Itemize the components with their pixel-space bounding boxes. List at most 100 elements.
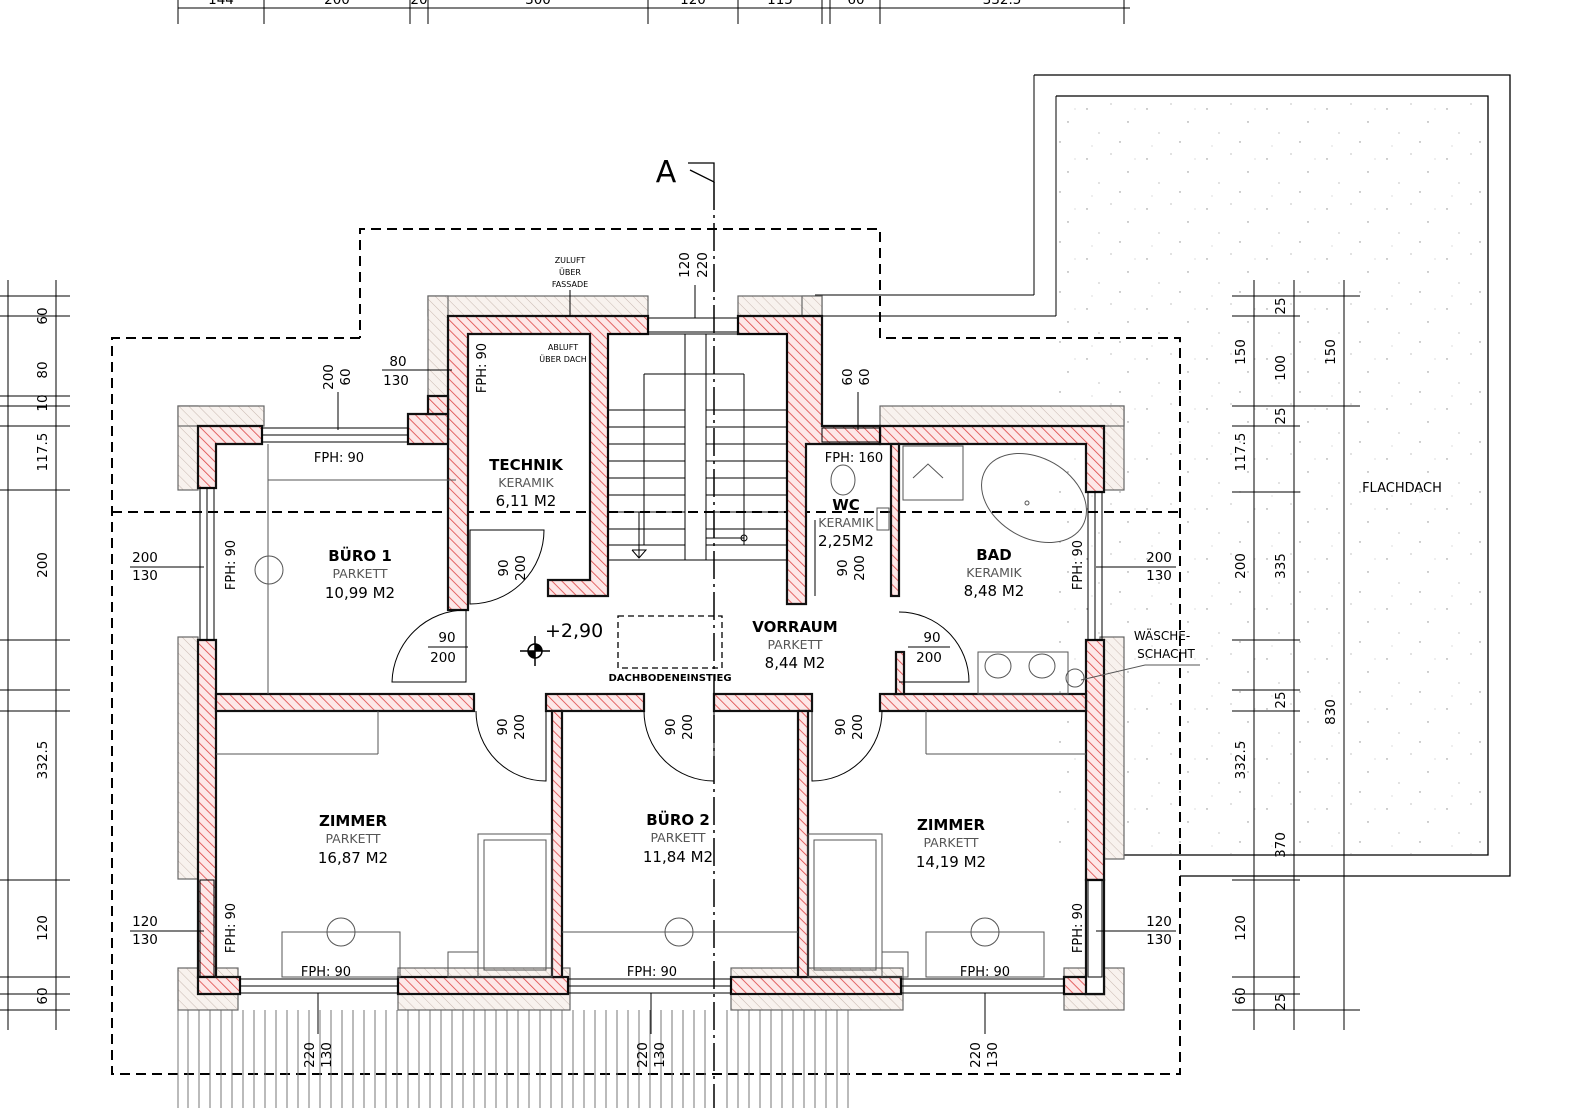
window-height: 60 xyxy=(338,368,354,385)
fph-label: FPH: 90 xyxy=(314,451,364,466)
door-width: 90 xyxy=(923,630,940,646)
room-area: 8,44 M2 xyxy=(765,654,826,672)
dimension-value: 25 xyxy=(1273,297,1289,314)
dimension-value: 25 xyxy=(1273,993,1289,1010)
door-height: 200 xyxy=(430,650,456,666)
door-swings xyxy=(391,520,970,782)
window-height: 130 xyxy=(652,1042,668,1068)
room-floor: PARKETT xyxy=(332,566,387,581)
room-floor: PARKETT xyxy=(923,835,978,850)
fph-label: FPH: 90 xyxy=(301,965,351,980)
level-marker xyxy=(520,636,550,666)
room-area: 2,25M2 xyxy=(818,532,874,550)
room-name: ZIMMER xyxy=(319,812,388,830)
dimension-value: 25 xyxy=(1273,407,1289,424)
door-width: 90 xyxy=(496,559,512,576)
room-floor: KERAMIK xyxy=(818,515,874,530)
window-width: 200 xyxy=(1146,550,1172,566)
dimension-value: 60 xyxy=(35,307,51,324)
dimension-value: 120 xyxy=(1233,915,1249,941)
dimension-value: 332.5 xyxy=(35,741,51,780)
window-width: 120 xyxy=(1146,914,1172,930)
window-width: 120 xyxy=(677,252,693,278)
fph-label: FPH: 90 xyxy=(1071,903,1086,953)
waesche-label: WÄSCHE- xyxy=(1134,628,1190,643)
dimension-value: 370 xyxy=(1273,832,1289,858)
window-width: 200 xyxy=(132,550,158,566)
window-width: 80 xyxy=(389,354,406,370)
abluft-label: ÜBER DACH xyxy=(539,354,586,364)
room-name: TECHNIK xyxy=(489,456,564,474)
dimension-value: 200 xyxy=(324,0,350,8)
dimension-value: 144 xyxy=(208,0,234,8)
window-height: 130 xyxy=(1146,568,1172,584)
room-buero2: BÜRO 2 PARKETT 11,84 M2 xyxy=(643,810,713,866)
window-width: 120 xyxy=(132,914,158,930)
dimension-value: 120 xyxy=(680,0,706,8)
room-area: 8,48 M2 xyxy=(964,582,1025,600)
staircase xyxy=(607,333,788,561)
section-marker: A xyxy=(656,155,677,190)
abluft-label: ABLUFT xyxy=(548,343,578,352)
window-height: 130 xyxy=(985,1042,1001,1068)
furniture xyxy=(216,444,1200,978)
fph-label: FPH: 90 xyxy=(224,540,239,590)
dimension-value: 830 xyxy=(1323,699,1339,725)
door-height: 200 xyxy=(916,650,942,666)
room-technik: TECHNIK KERAMIK 6,11 M2 xyxy=(489,456,564,510)
fph-label: FPH: 90 xyxy=(627,965,677,980)
roof-rafters xyxy=(177,1010,849,1108)
dimension-value: 20 xyxy=(410,0,427,8)
room-bad: BAD KERAMIK 8,48 M2 xyxy=(964,546,1025,600)
door-height: 200 xyxy=(852,555,868,581)
room-buero1: BÜRO 1 PARKETT 10,99 M2 xyxy=(325,546,395,602)
window-height: 130 xyxy=(132,568,158,584)
dimension-value: 300 xyxy=(525,0,551,8)
dimension-value: 25 xyxy=(1273,691,1289,708)
dimension-value: 60 xyxy=(847,0,864,8)
room-zimmer-left: ZIMMER PARKETT 16,87 M2 xyxy=(318,812,388,867)
flat-roof: FLACHDACH xyxy=(815,74,1511,877)
room-name: BÜRO 1 xyxy=(328,546,392,565)
door-height: 200 xyxy=(850,714,866,740)
room-floor: PARKETT xyxy=(650,830,705,845)
room-floor: KERAMIK xyxy=(966,565,1022,580)
dimension-value: 60 xyxy=(1233,987,1249,1004)
door-height: 200 xyxy=(512,714,528,740)
dimension-value: 115 xyxy=(767,0,793,8)
dimension-value: 150 xyxy=(1323,339,1339,365)
window-width: 200 xyxy=(321,364,337,390)
room-area: 14,19 M2 xyxy=(916,853,986,871)
parapet-labels: FPH: 90 FPH: 160 FPH: 90 FPH: 90 FPH: 90… xyxy=(224,343,1086,980)
window-height: 130 xyxy=(1146,932,1172,948)
dimension-value: 117.5 xyxy=(1233,433,1249,472)
door-width: 90 xyxy=(663,718,679,735)
room-floor: PARKETT xyxy=(325,831,380,846)
room-floor: KERAMIK xyxy=(498,475,554,490)
window-height: 130 xyxy=(319,1042,335,1068)
door-height: 200 xyxy=(513,555,529,581)
door-width: 90 xyxy=(495,718,511,735)
room-name: BÜRO 2 xyxy=(646,810,710,829)
roof-outline xyxy=(111,228,1181,1075)
fph-label: FPH: 90 xyxy=(960,965,1010,980)
dimension-value: 80 xyxy=(35,361,51,378)
dimension-chain-top: 144 200 20 300 120 115 60 332.5 xyxy=(177,0,1130,24)
zuluft-label: FASSADE xyxy=(552,280,588,289)
window-width: 60 xyxy=(840,368,856,385)
ventilation-notes: ZULUFT ÜBER FASSADE ABLUFT ÜBER DACH xyxy=(539,256,588,364)
window-width: 220 xyxy=(968,1042,984,1068)
attic-hatch-label: DACHBODENEINSTIEG xyxy=(608,673,731,684)
window-height: 60 xyxy=(857,368,873,385)
room-zimmer-right: ZIMMER PARKETT 14,19 M2 xyxy=(916,816,986,871)
dimension-value: 200 xyxy=(35,552,51,578)
fph-label: FPH: 90 xyxy=(224,903,239,953)
room-area: 10,99 M2 xyxy=(325,584,395,602)
window-height: 130 xyxy=(132,932,158,948)
door-width: 90 xyxy=(833,718,849,735)
door-width: 90 xyxy=(835,559,851,576)
dimension-value: 150 xyxy=(1233,339,1249,365)
dimension-value: 200 xyxy=(1233,553,1249,579)
window-width: 220 xyxy=(302,1042,318,1068)
